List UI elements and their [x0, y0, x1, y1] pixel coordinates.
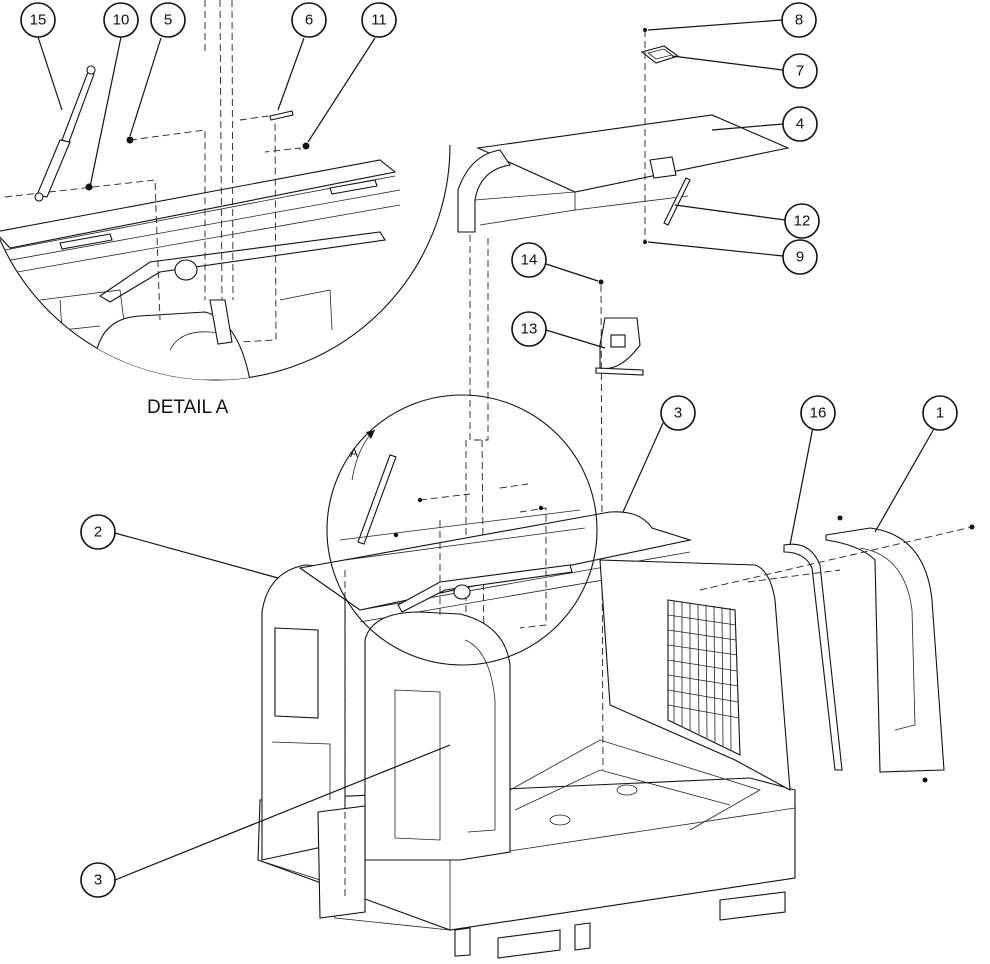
callout-8: 8 [781, 2, 817, 38]
svg-text:12: 12 [794, 213, 811, 230]
detail-a-view: DETAIL A [0, 0, 451, 418]
svg-text:6: 6 [305, 12, 313, 29]
svg-text:14: 14 [521, 252, 538, 269]
detail-gas-spring-rod [61, 71, 95, 143]
callout-16: 16 [800, 395, 836, 431]
skid-front-left [497, 929, 561, 959]
roof-front-curve [457, 149, 511, 233]
svg-text:16: 16 [810, 405, 827, 422]
skid-front-right [719, 891, 786, 921]
svg-text:3: 3 [94, 872, 102, 889]
svg-text:15: 15 [30, 12, 47, 29]
roof-latch [640, 45, 680, 64]
cab-gas-spring [357, 454, 397, 545]
svg-text:9: 9 [796, 249, 804, 266]
screw [598, 279, 604, 285]
exploded-roof-parts [457, 28, 790, 771]
detail-view-letter: A [350, 446, 358, 460]
left-wall-window [274, 627, 319, 719]
bracket-square-hole [610, 334, 626, 348]
callout-15: 15 [20, 2, 56, 38]
cab-assembly [257, 511, 796, 959]
roof-latch-recess [649, 156, 677, 179]
detail-strip-left [59, 233, 113, 250]
detail-bolt-6 [269, 110, 294, 121]
callout-5: 5 [150, 2, 186, 38]
callout-3-lower: 3 [80, 862, 116, 898]
callout-13: 13 [511, 311, 547, 347]
callout-1: 1 [922, 395, 958, 431]
svg-text:4: 4 [796, 116, 804, 133]
side-end-panel [825, 527, 945, 773]
cab-roof-beam [298, 511, 693, 611]
detail-pin-10 [85, 183, 93, 191]
detail-gas-spring-end [86, 65, 96, 75]
leader-lines [37, 19, 936, 881]
roof-strut [663, 177, 691, 226]
side-seal-strip [783, 543, 843, 771]
callout-4: 4 [782, 106, 818, 142]
detail-washer-11 [302, 142, 310, 150]
rear-grille [667, 599, 741, 756]
svg-text:1: 1 [936, 405, 944, 422]
callout-2: 2 [80, 514, 116, 550]
svg-text:3: 3 [674, 405, 682, 422]
svg-text:10: 10 [113, 12, 130, 29]
detail-gas-spring-cylinder [36, 139, 71, 198]
svg-text:8: 8 [795, 12, 803, 29]
callout-12: 12 [784, 203, 820, 239]
detail-a-callout-circle: A [326, 394, 598, 666]
callout-6: 6 [291, 2, 327, 38]
cab-front-wall [364, 611, 511, 861]
detail-bracket-hole [174, 259, 198, 281]
detail-hinge-plate [209, 299, 233, 345]
callout-3-upper: 3 [660, 395, 696, 431]
svg-text:5: 5 [164, 12, 172, 29]
svg-text:11: 11 [371, 12, 387, 29]
detail-label: DETAIL A [147, 397, 229, 418]
svg-text:7: 7 [796, 63, 804, 80]
callout-9: 9 [782, 239, 818, 275]
detail-bracket-arm [98, 231, 386, 303]
detail-roof-rail [0, 159, 397, 249]
detail-strip-right [329, 179, 378, 195]
callout-10: 10 [103, 2, 139, 38]
callout-11: 11 [361, 2, 397, 38]
svg-text:2: 2 [94, 524, 102, 541]
callout-7: 7 [782, 53, 818, 89]
detail-nut-5 [126, 136, 134, 144]
lower-access-box [317, 805, 366, 919]
roof-panel [476, 114, 790, 193]
callout-14: 14 [511, 242, 547, 278]
exploded-side-panels [699, 515, 975, 783]
svg-text:13: 13 [521, 321, 538, 338]
